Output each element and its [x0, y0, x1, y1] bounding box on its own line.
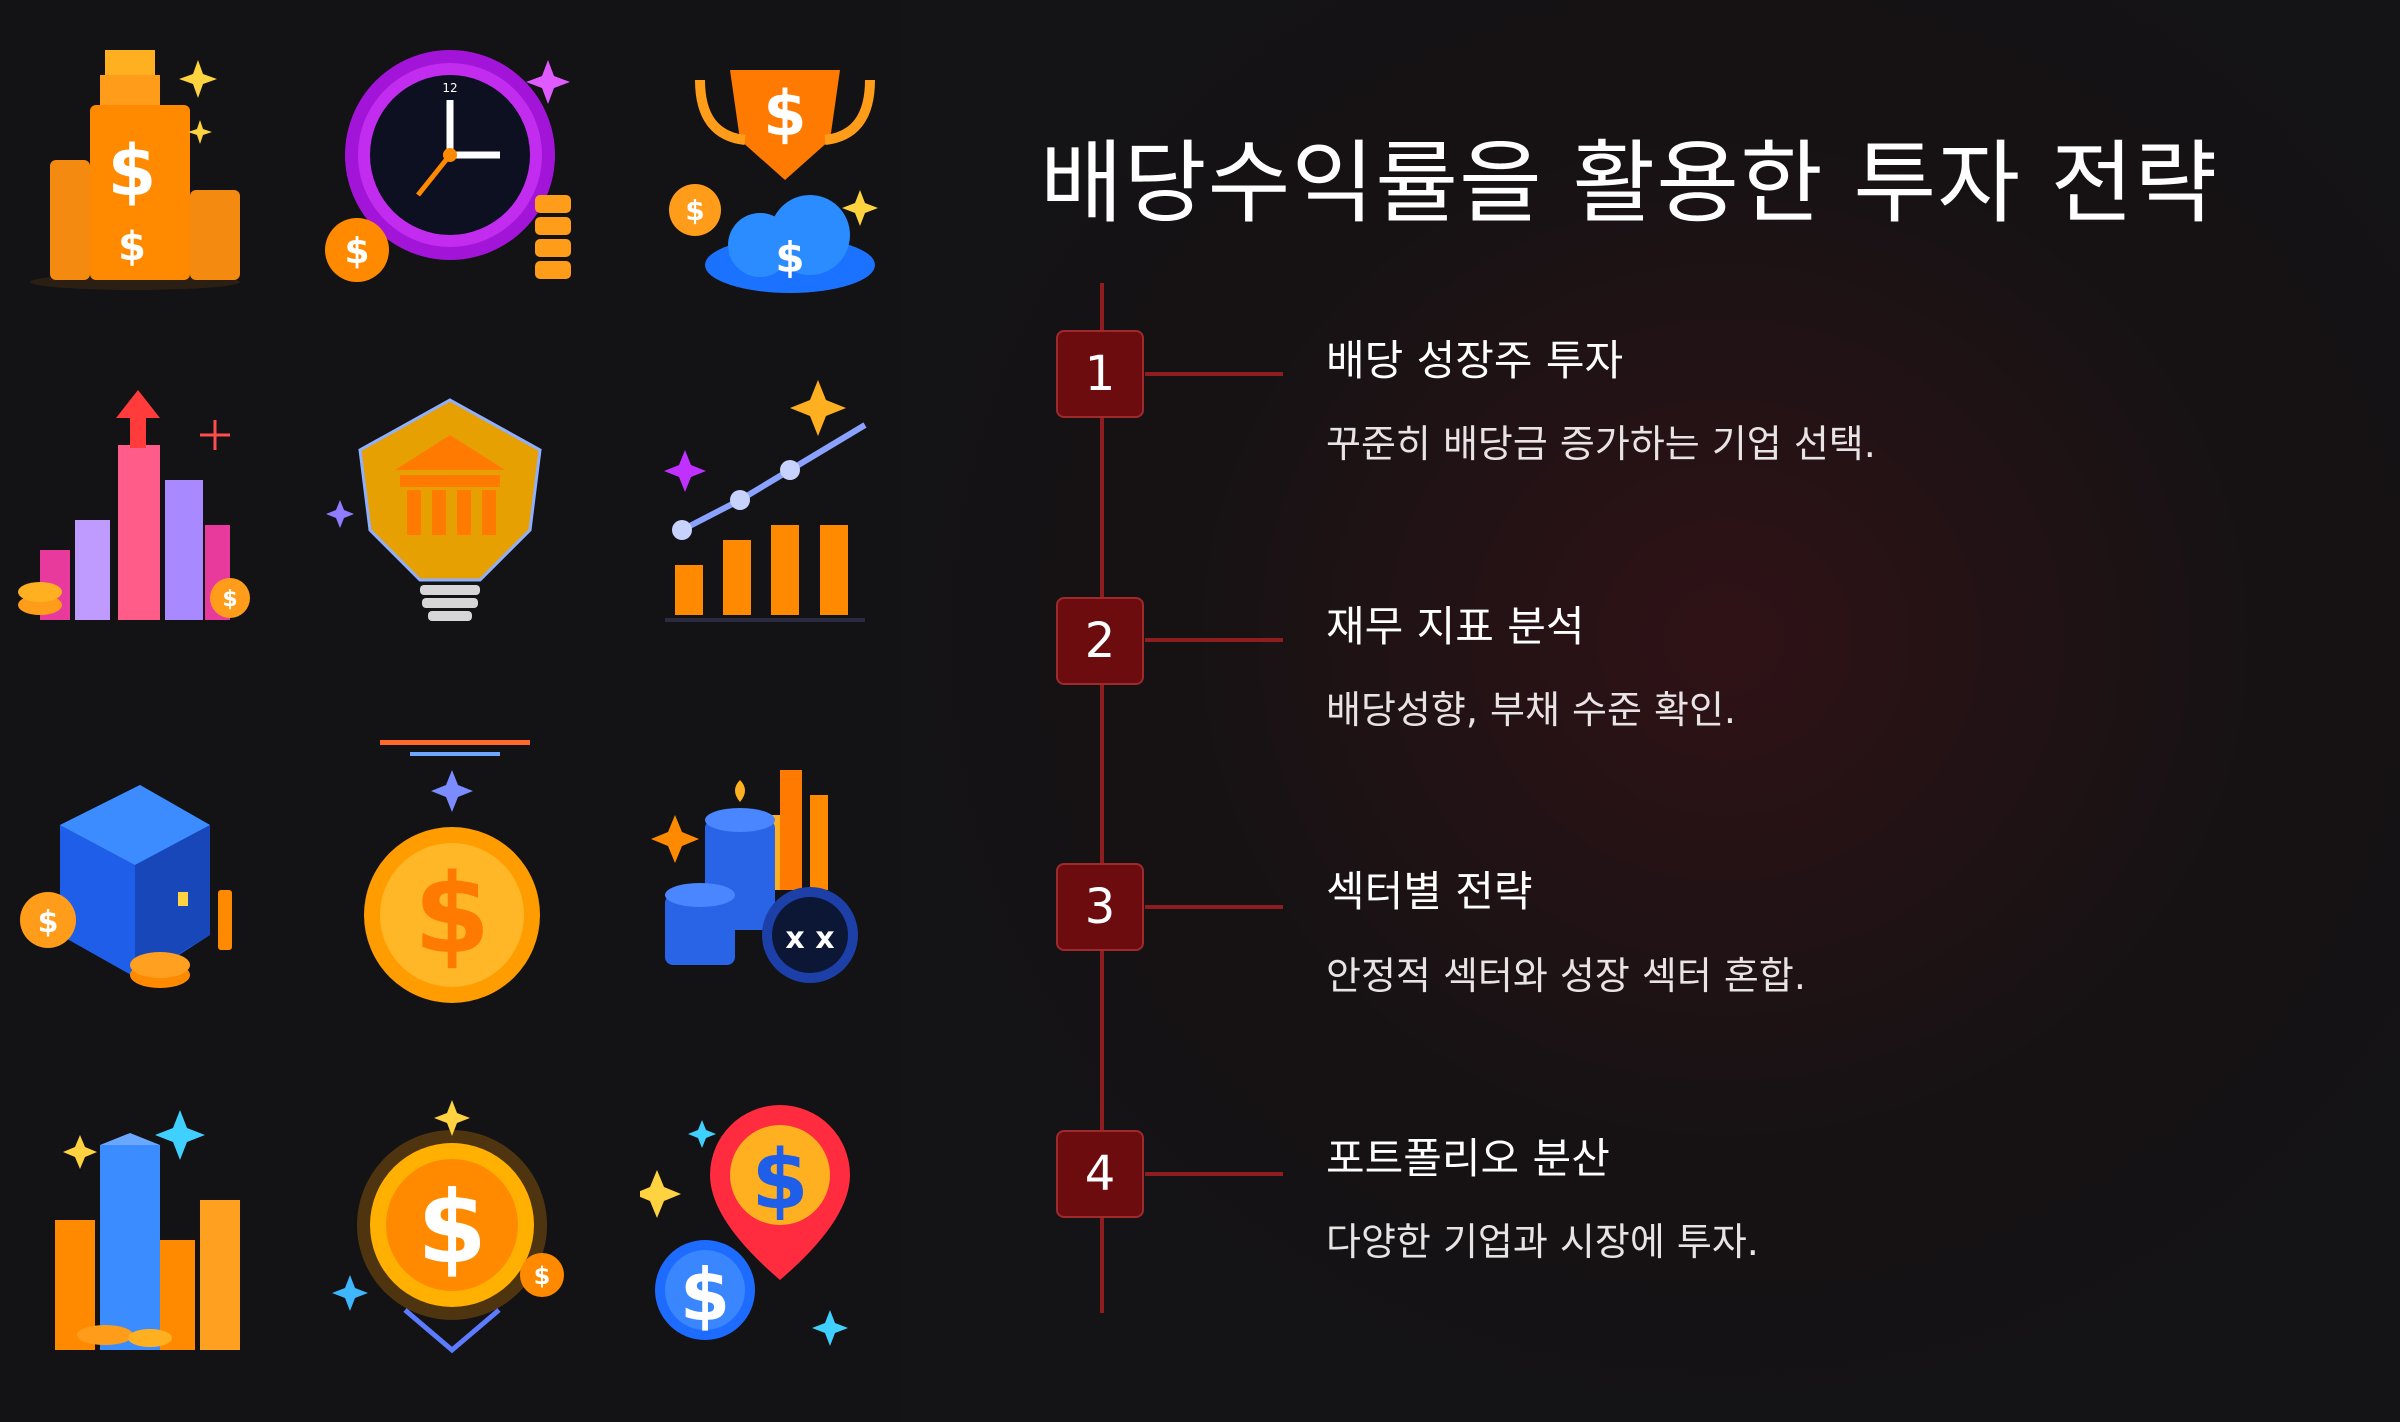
svg-text:$: $: [751, 1133, 808, 1228]
svg-text:$: $: [344, 231, 369, 272]
bank-lightbulb-icon: [310, 360, 600, 650]
svg-text:$: $: [417, 1169, 487, 1286]
dollar-location-pin-icon: $ $: [640, 1080, 930, 1370]
svg-text:$: $: [414, 850, 491, 978]
coin-stack-bars-icon: [0, 1080, 290, 1370]
svg-text:$: $: [534, 1262, 551, 1290]
svg-text:$: $: [38, 905, 59, 940]
glowing-dollar-coin-icon: $ $: [310, 1080, 600, 1370]
cylinders-gauge-icon: x x: [640, 740, 930, 1030]
bar-city-growth-icon: $: [0, 360, 290, 650]
clock-coins-icon: 12 $: [310, 20, 600, 310]
svg-text:$: $: [108, 130, 157, 212]
rising-chart-icon: [640, 360, 930, 650]
svg-text:$: $: [680, 1253, 730, 1337]
svg-text:$: $: [763, 77, 806, 150]
background-glow: [900, 0, 2400, 1422]
blue-cube-coins-icon: $: [0, 740, 290, 1030]
trophy-cloud-dollar-icon: $ $ $: [640, 20, 930, 310]
page-title: 배당수익률을 활용한 투자 전략: [1040, 131, 2219, 236]
svg-text:$: $: [222, 587, 237, 612]
svg-text:$: $: [775, 233, 804, 282]
svg-text:$: $: [118, 224, 146, 270]
icon-grid: $ $ 12 $ $: [0, 0, 900, 1422]
svg-text:$: $: [685, 194, 704, 227]
dollar-tower-icon: $ $: [0, 20, 290, 310]
gold-dollar-coin-icon: $: [310, 740, 600, 1030]
svg-text:x x: x x: [785, 921, 834, 956]
svg-text:12: 12: [442, 81, 457, 95]
